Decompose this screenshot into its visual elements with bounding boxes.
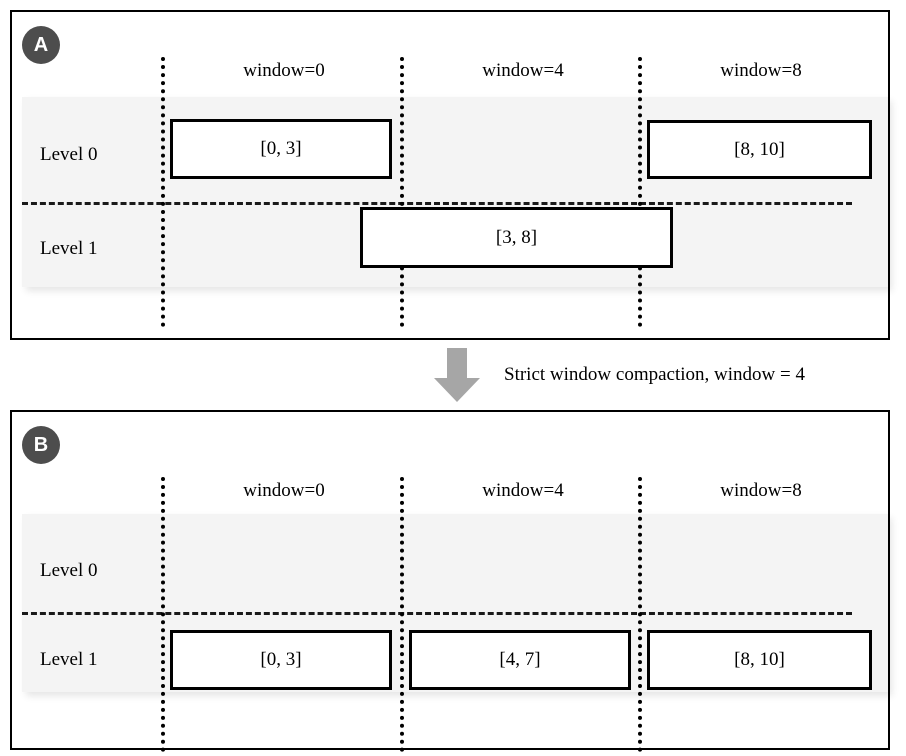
panel-b: B window=0 window=4 window=8 Level 0 Lev… — [10, 410, 890, 752]
panel-b-range-box-8-10: [8, 10] — [647, 630, 872, 690]
panel-a-window-label-0: window=0 — [243, 60, 325, 81]
panel-b-range-box-4-7: [4, 7] — [409, 630, 631, 690]
panel-a-range-box-8-10: [8, 10] — [647, 120, 872, 179]
panel-a-level-label-0: Level 0 — [40, 144, 98, 165]
panel-a: A window=0 window=4 window=8 Level 0 Lev… — [10, 10, 890, 340]
down-arrow-icon — [434, 348, 480, 402]
panel-a-window-label-4: window=4 — [482, 60, 564, 81]
panel-b-window-rule-8 — [638, 477, 642, 752]
panel-b-level-label-0: Level 0 — [40, 560, 98, 581]
panel-a-range-box-0-3: [0, 3] — [170, 119, 392, 179]
panel-a-level-label-1: Level 1 — [40, 238, 98, 259]
panel-a-badge: A — [22, 26, 60, 64]
panel-b-range-box-0-3: [0, 3] — [170, 630, 392, 690]
panel-b-window-label-8: window=8 — [720, 480, 802, 501]
panel-a-range-box-3-8: [3, 8] — [360, 207, 673, 268]
panel-b-level-label-1: Level 1 — [40, 649, 98, 670]
panel-b-window-rule-0 — [161, 477, 165, 752]
panel-a-window-rule-0 — [161, 57, 165, 327]
panel-a-level-divider — [22, 202, 852, 205]
panel-b-window-rule-4 — [400, 477, 404, 752]
transition-section: Strict window compaction, window = 4 — [0, 340, 906, 410]
panel-b-window-label-4: window=4 — [482, 480, 564, 501]
panel-b-window-label-0: window=0 — [243, 480, 325, 501]
panel-a-window-label-8: window=8 — [720, 60, 802, 81]
panel-a-window-rule-4 — [400, 57, 404, 327]
panel-a-window-rule-8 — [638, 57, 642, 327]
transition-label: Strict window compaction, window = 4 — [504, 364, 805, 385]
panel-b-badge: B — [22, 426, 60, 464]
panel-b-level-divider — [22, 612, 852, 615]
